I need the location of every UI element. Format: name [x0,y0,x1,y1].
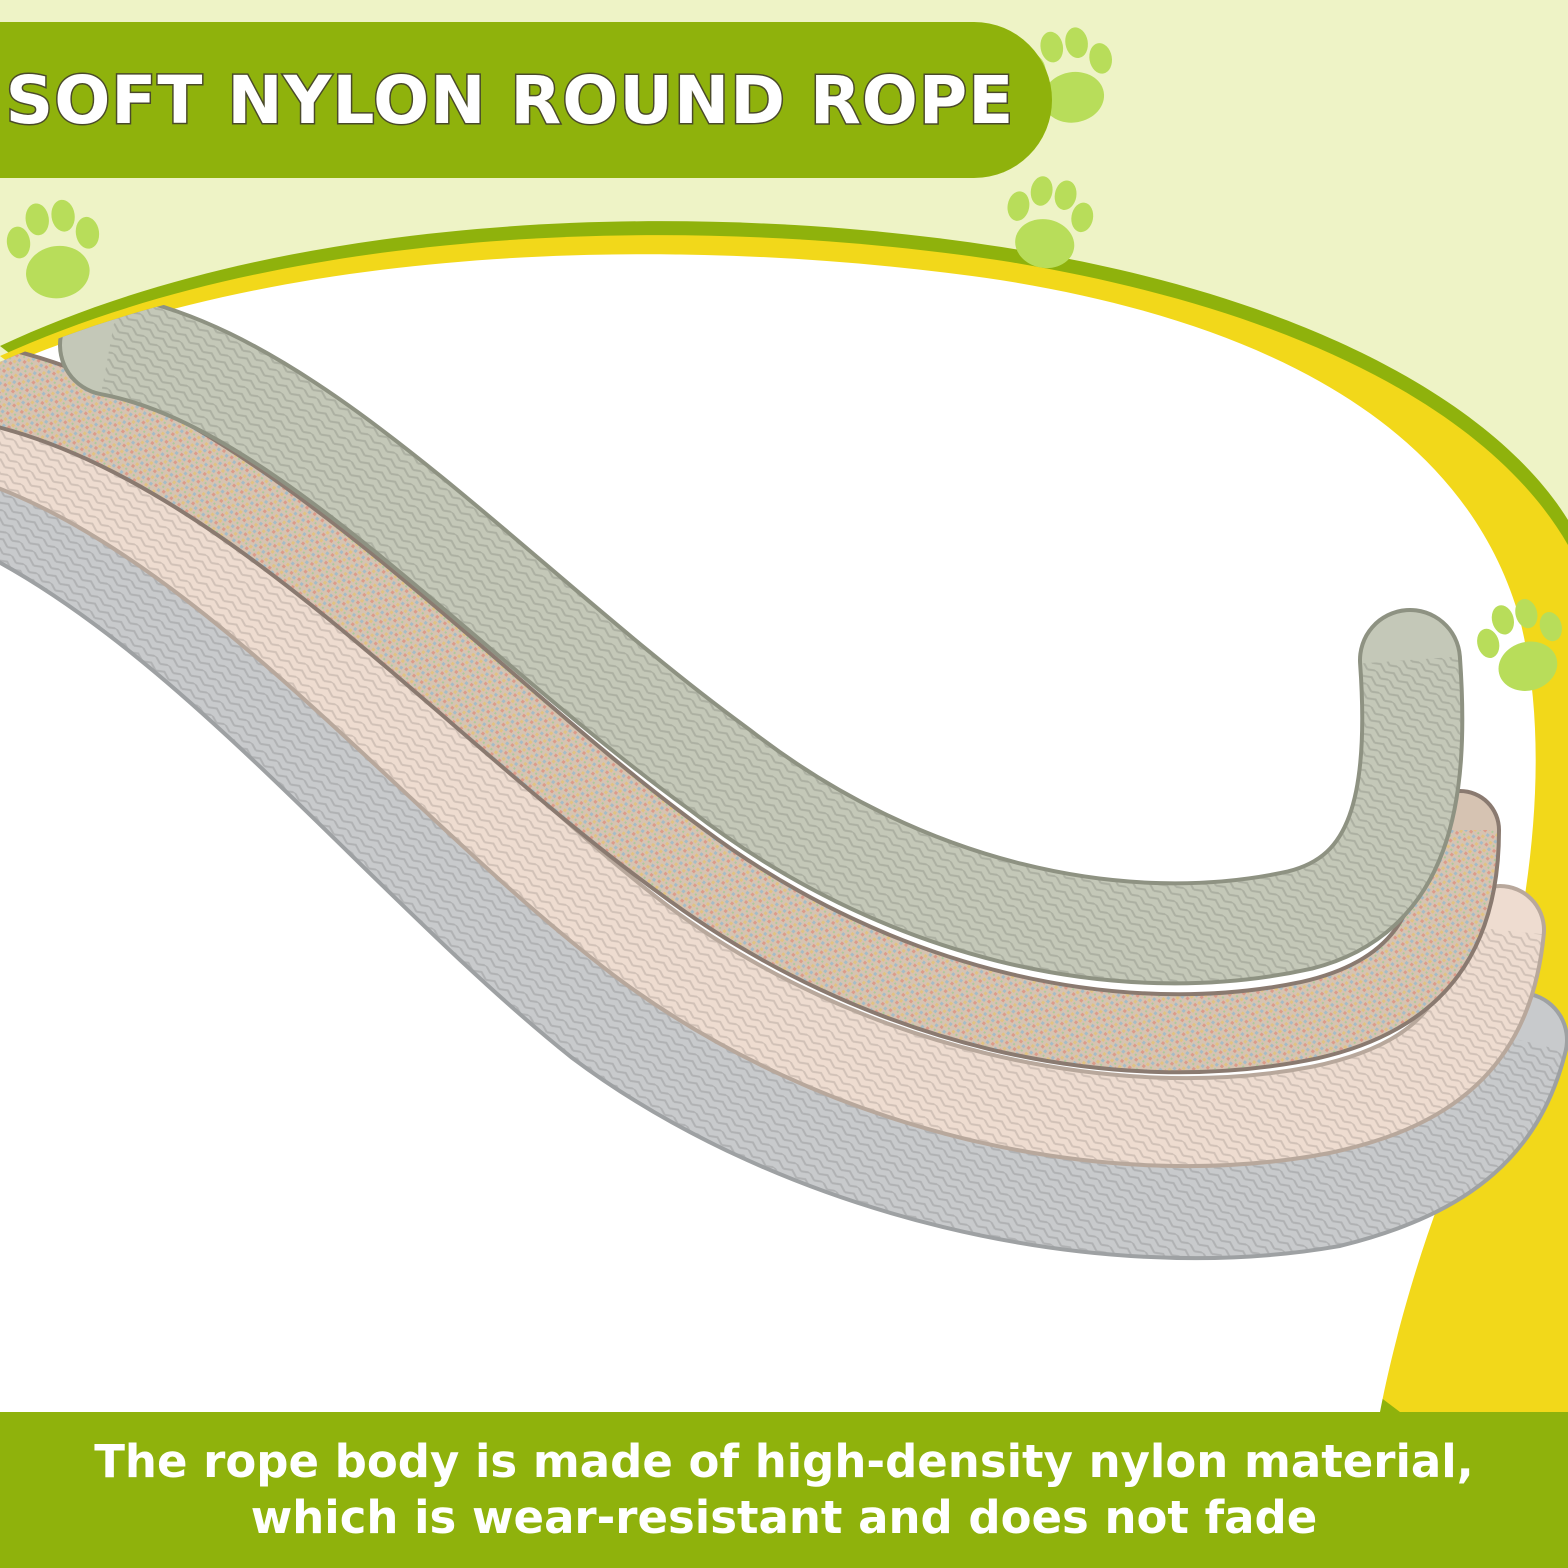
rope-rainbow [0,344,1501,1075]
caption-band: The rope body is made of high-density ny… [0,1412,1568,1568]
rope-group [0,293,1568,1261]
page-title: SOFT NYLON ROUND ROPE [4,60,1015,140]
rope-pink [0,389,1546,1169]
rope-grey [0,451,1568,1261]
title-banner [0,22,1052,178]
caption-line-1: The rope body is made of high-density ny… [94,1435,1474,1488]
rope-sage [58,293,1465,986]
paw-print-icon [1,195,108,305]
caption-line-2: which is wear-resistant and does not fad… [250,1491,1318,1544]
